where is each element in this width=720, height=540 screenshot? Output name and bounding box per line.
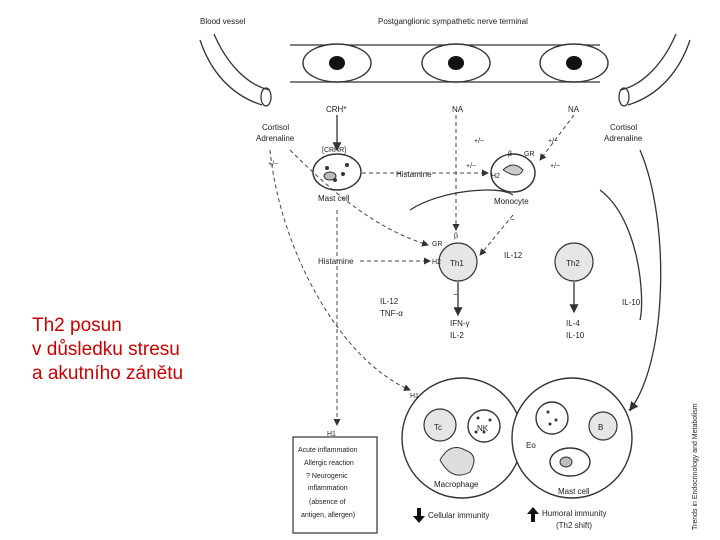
side-credit-label: Trends in Endocrinology and Metabolism xyxy=(692,403,699,530)
crhr-label: [CRHR] xyxy=(322,147,346,154)
na-left-label: NA xyxy=(452,105,464,114)
th2-cell xyxy=(554,242,594,282)
nk-label: NK xyxy=(477,424,489,433)
caption-line-3: a akutního zánětu xyxy=(32,363,184,384)
cellular-immunity-label: Cellular immunity xyxy=(428,511,489,520)
beta-b-label: β xyxy=(454,233,458,240)
ifn-label: IFN-γ xyxy=(450,319,470,328)
macrophage-label: Macrophage xyxy=(434,480,479,489)
plus-label: + xyxy=(628,405,633,414)
box-neuro-2: inflammation xyxy=(308,485,348,492)
th2-label: Th2 xyxy=(566,259,580,268)
h1-a-label: H1 xyxy=(410,393,419,400)
gr-b-label: GR xyxy=(432,241,443,248)
inflammation-box xyxy=(292,436,378,534)
monocyte-cell xyxy=(490,153,536,193)
mast-cell-bottom-label: Mast cell xyxy=(558,487,590,496)
pm-4: +/− xyxy=(550,163,560,170)
adrenaline-right-label: Adrenaline xyxy=(604,134,643,143)
box-acute: Acute inflammation xyxy=(298,447,358,454)
gr-a-label: GR xyxy=(524,151,535,158)
il10-a-label: IL-10 xyxy=(622,298,641,307)
adrenaline-left-label: Adrenaline xyxy=(256,134,295,143)
caption-line-2: v důsledku stresu xyxy=(32,339,180,360)
il10-b-label: IL-10 xyxy=(566,331,585,340)
th1-label: Th1 xyxy=(450,259,464,268)
mast-cell-top-label: Mast cell xyxy=(318,194,350,203)
blood-vessel-label: Blood vessel xyxy=(200,17,246,26)
b-label: B xyxy=(598,423,603,432)
cellular-immunity-cell xyxy=(401,377,523,499)
histamine-1-label: Histamine xyxy=(396,170,432,179)
tnf-label: TNF-α xyxy=(380,309,403,318)
nerve-terminal-label: Postganglionic sympathetic nerve termina… xyxy=(378,17,528,26)
box-allergic: Allergic reaction xyxy=(304,460,354,467)
eo-label: Eo xyxy=(526,441,536,450)
humoral-immunity-label: Humoral immunity xyxy=(542,509,606,518)
blood-vessel-left xyxy=(199,33,272,107)
caption-line-1: Th2 posun xyxy=(32,315,122,336)
crh-label: CRH* xyxy=(326,105,346,114)
minus-1: − xyxy=(510,215,515,224)
h2-b-label: H2 xyxy=(432,259,441,266)
nerve-terminal xyxy=(290,43,609,83)
box-absence-1: (absence of xyxy=(309,499,346,506)
h2-a-label: H2 xyxy=(491,173,500,180)
arrow-up-icon xyxy=(527,507,539,522)
pm-3: +/− xyxy=(466,163,476,170)
il12-a-label: IL-12 xyxy=(504,251,523,260)
na-right-label: NA xyxy=(568,105,580,114)
box-neuro-1: ? Neurogenic xyxy=(306,473,348,480)
slide-caption: Th2 posun v důsledku stresu a akutního z… xyxy=(32,314,183,386)
box-absence-2: antigen, allergen) xyxy=(301,512,355,519)
blood-vessel-right xyxy=(618,33,691,107)
pm-5: +/− xyxy=(268,161,278,168)
h1-b-label: H1 xyxy=(327,431,336,438)
cortisol-left-label: Cortisol xyxy=(262,123,289,132)
th2-shift-label: (Th2 shift) xyxy=(556,521,592,530)
th1-cell xyxy=(438,242,478,282)
il4-label: IL-4 xyxy=(566,319,580,328)
arrow-down-icon xyxy=(413,508,425,523)
histamine-2-label: Histamine xyxy=(318,257,354,266)
tc-label: Tc xyxy=(434,423,442,432)
minus-2: − xyxy=(453,290,458,299)
beta-a-label: β xyxy=(508,151,512,158)
mast-cell-top xyxy=(312,153,362,191)
monocyte-label: Monocyte xyxy=(494,197,529,206)
pm-1: +/− xyxy=(474,138,484,145)
pm-2: +/− xyxy=(548,138,558,145)
il2-label: IL-2 xyxy=(450,331,464,340)
cortisol-right-label: Cortisol xyxy=(610,123,637,132)
il12-b-label: IL-12 xyxy=(380,297,399,306)
humoral-immunity-cell xyxy=(511,377,633,499)
